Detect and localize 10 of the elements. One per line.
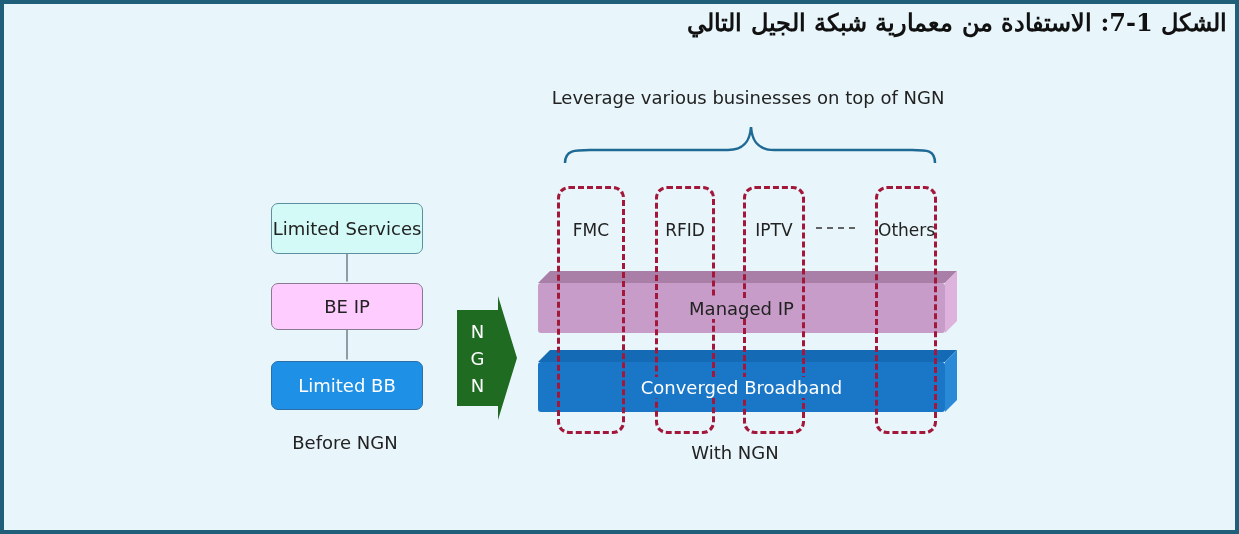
layer-box: Limited Services	[271, 203, 423, 254]
layer-box: Limited BB	[271, 361, 423, 410]
connector	[346, 253, 348, 283]
block-arrow: N G N	[457, 296, 517, 420]
caption-text: Leverage various businesses on top of NGN	[551, 86, 945, 108]
connector	[346, 329, 348, 361]
caption-text: With NGN	[691, 441, 779, 463]
title: الشكل 1-7: الاستفادة من معمارية شبكة الجيل التالي	[687, 8, 1227, 40]
caption-text: Before NGN	[292, 431, 398, 453]
layer-box: BE IP	[271, 283, 423, 330]
